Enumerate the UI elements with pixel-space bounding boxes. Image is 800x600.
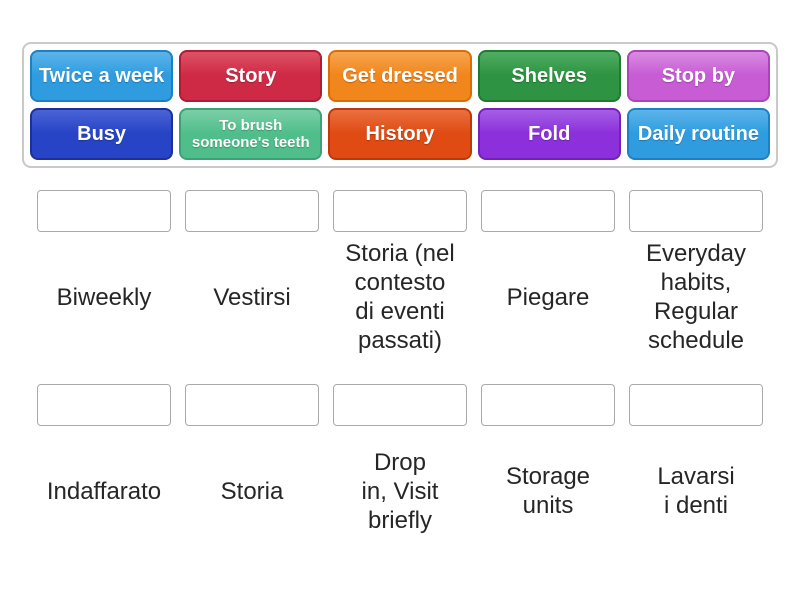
match-slot-cell: Storage units [474, 384, 622, 556]
match-slot-cell: Everyday habits, Regular schedule [622, 190, 770, 362]
definition-label: Indaffarato [46, 477, 162, 505]
answer-dropzone[interactable] [481, 384, 615, 426]
match-slot-cell: Lavarsi i denti [622, 384, 770, 556]
definition-label: Lavarsi i denti [657, 463, 735, 519]
match-slot-cell: Piegare [474, 190, 622, 362]
match-slot-cell: Indaffarato [30, 384, 178, 556]
word-tile[interactable]: Daily routine [626, 108, 770, 160]
match-slot-cell: Vestirsi [178, 190, 326, 362]
answer-dropzone[interactable] [37, 190, 171, 232]
word-tile[interactable]: Shelves [477, 50, 621, 102]
definition-label: Storia (nel contesto di eventi passati) [345, 240, 455, 354]
definition-label: Storage units [505, 463, 591, 519]
answer-dropzone[interactable] [37, 384, 171, 426]
word-tile-tray: Twice a week Story Get dressed Shelves S… [22, 42, 778, 168]
definition-label: Drop in, Visit briefly [361, 448, 439, 534]
match-slot-cell: Biweekly [30, 190, 178, 362]
word-tile[interactable]: To brush someone's teeth [179, 108, 323, 160]
match-board: Biweekly Vestirsi Storia (nel contesto d… [30, 190, 770, 556]
answer-dropzone[interactable] [185, 384, 319, 426]
word-tile[interactable]: Story [179, 50, 323, 102]
answer-dropzone[interactable] [333, 190, 467, 232]
answer-dropzone[interactable] [481, 190, 615, 232]
word-tile[interactable]: Stop by [626, 50, 770, 102]
answer-dropzone[interactable] [333, 384, 467, 426]
answer-dropzone[interactable] [629, 384, 763, 426]
word-tile[interactable]: Fold [477, 108, 621, 160]
match-slot-cell: Drop in, Visit briefly [326, 384, 474, 556]
word-tile[interactable]: Get dressed [328, 50, 472, 102]
answer-dropzone[interactable] [629, 190, 763, 232]
answer-dropzone[interactable] [185, 190, 319, 232]
match-slot-cell: Storia [178, 384, 326, 556]
word-tile[interactable]: History [328, 108, 472, 160]
word-tile[interactable]: Twice a week [30, 50, 174, 102]
word-tile[interactable]: Busy [30, 108, 174, 160]
definition-label: Everyday habits, Regular schedule [645, 240, 747, 354]
match-slot-cell: Storia (nel contesto di eventi passati) [326, 190, 474, 362]
definition-label: Storia [220, 477, 284, 505]
definition-label: Vestirsi [213, 283, 291, 311]
definition-label: Biweekly [56, 283, 152, 311]
definition-label: Piegare [506, 283, 590, 311]
